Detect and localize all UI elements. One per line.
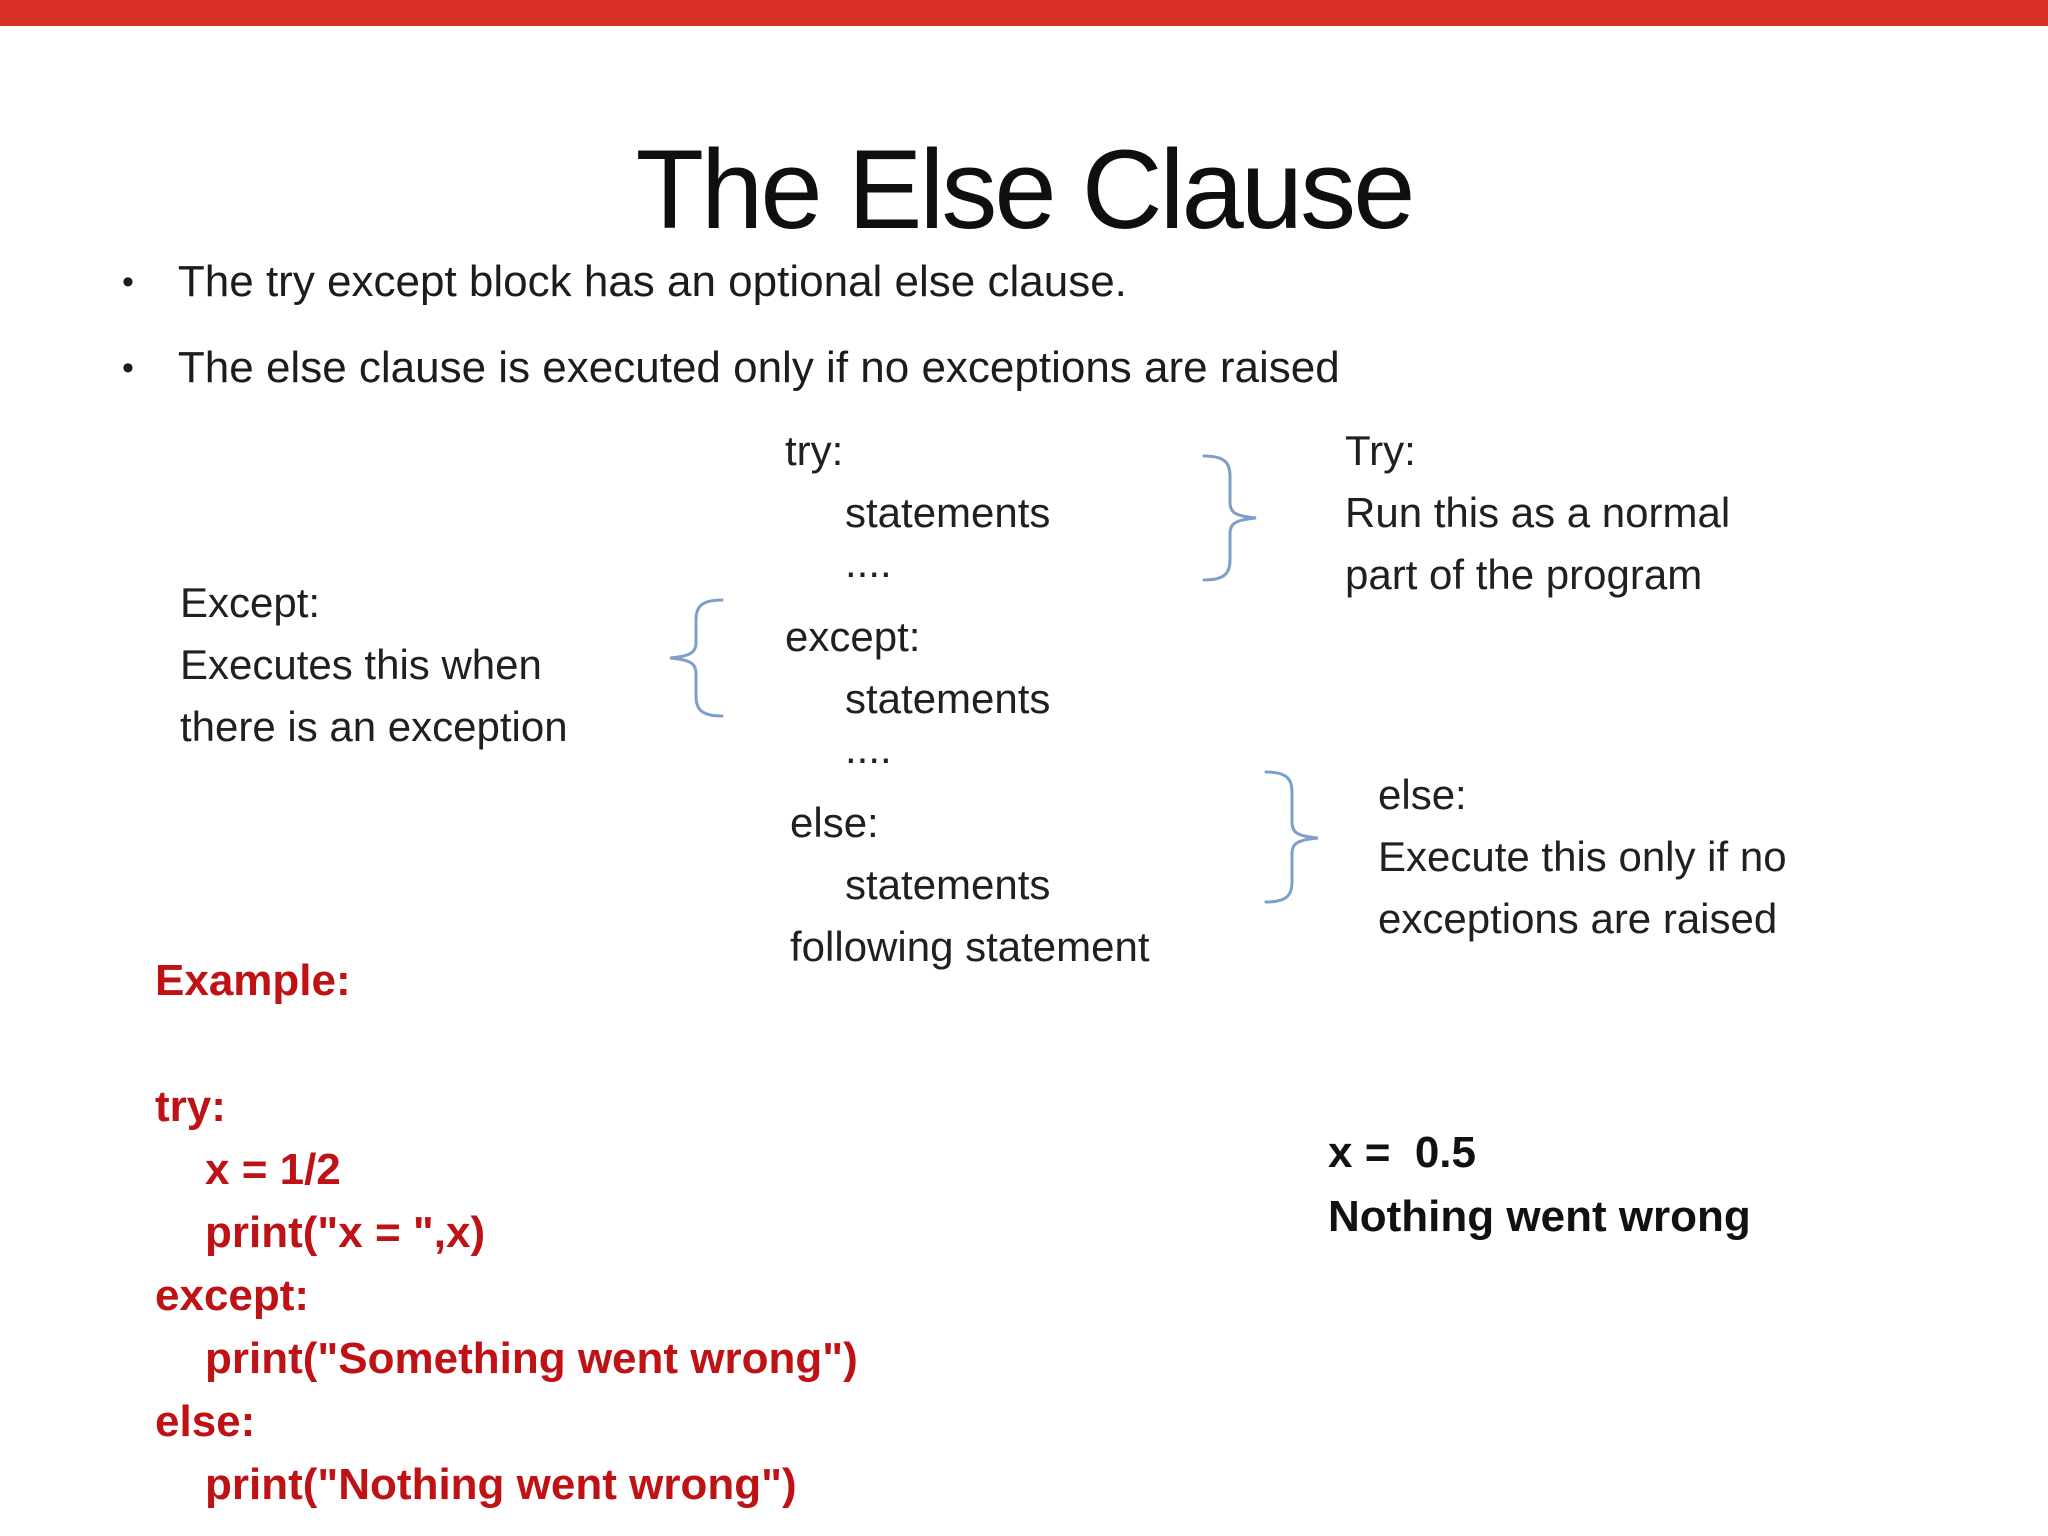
code-line-else: else:: [790, 799, 879, 846]
bullet-icon: •: [122, 263, 134, 301]
example-code-line: print("Something went wrong"): [205, 1334, 858, 1383]
page-title: The Else Clause: [635, 127, 1416, 252]
bullet-item: • The try except block has an optional e…: [122, 256, 1822, 308]
code-line-dots: ....: [845, 725, 892, 772]
bullet-text: The try except block has an optional els…: [177, 257, 1127, 306]
code-line-statements: statements: [845, 861, 1051, 908]
example-code-line: print("x = ",x): [205, 1208, 486, 1257]
try-annotation-line: part of the program: [1345, 551, 1703, 598]
except-annotation-line: Except:: [180, 579, 321, 626]
bullet-item: • The else clause is executed only if no…: [122, 342, 1922, 394]
try-annotation-line: Try:: [1345, 427, 1416, 474]
code-line-statements: statements: [845, 489, 1051, 536]
example-code-line: try:: [155, 1082, 226, 1131]
except-annotation-line: Executes this when: [180, 641, 542, 688]
example-code-line: print("Nothing went wrong"): [205, 1460, 797, 1509]
else-brace: [1264, 770, 1319, 904]
try-annotation-line: Run this as a normal: [1345, 489, 1731, 536]
except-brace: [669, 598, 724, 718]
output-line: x = 0.5: [1328, 1128, 1477, 1177]
code-line-statements: statements: [845, 675, 1051, 722]
example-code-line: x = 1/2: [205, 1145, 341, 1194]
try-brace: [1202, 454, 1257, 582]
code-line-try: try:: [785, 427, 844, 474]
bullet-text: The else clause is executed only if no e…: [177, 343, 1340, 392]
example-code-line: else:: [155, 1397, 256, 1446]
else-annotation-line: Execute this only if no: [1378, 833, 1787, 880]
else-annotation-line: exceptions are raised: [1378, 895, 1778, 942]
progress-bar: [0, 0, 2048, 26]
else-annotation-line: else:: [1378, 771, 1467, 818]
example-code-line: except:: [155, 1271, 310, 1320]
code-line-following-statement: following statement: [790, 923, 1150, 970]
code-line-dots: ....: [845, 539, 892, 586]
code-line-except: except:: [785, 613, 921, 660]
bullet-icon: •: [122, 349, 134, 387]
output-line: Nothing went wrong: [1328, 1192, 1751, 1241]
example-label: Example:: [155, 956, 351, 1005]
except-annotation-line: there is an exception: [180, 703, 568, 750]
